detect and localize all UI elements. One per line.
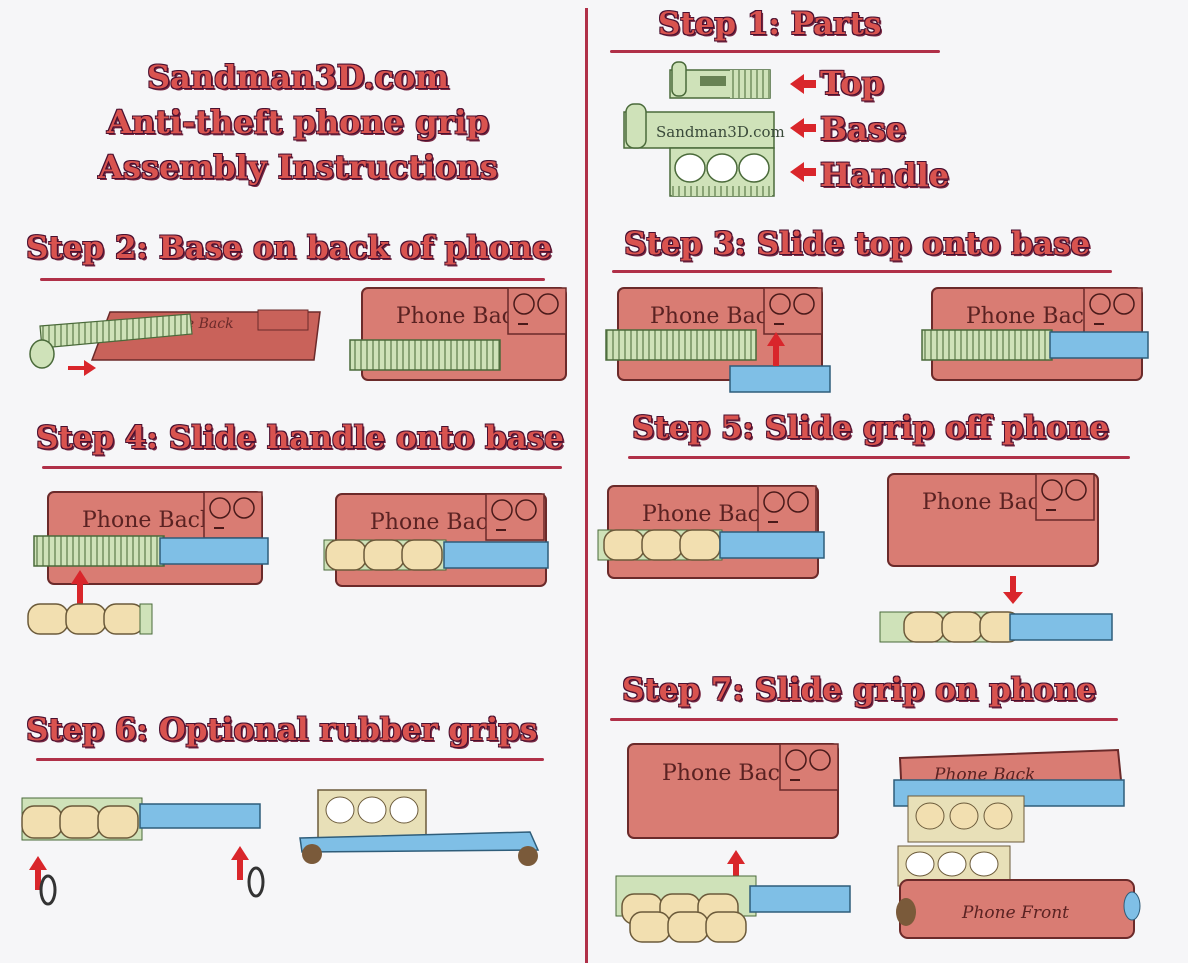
step1-underline (610, 50, 940, 53)
part-handle-arrow (790, 162, 816, 182)
header-site: Sandman3D.com (146, 58, 450, 96)
step4-before-label: Phone Back (82, 508, 214, 533)
step4-title: Step 4: Slide handle onto base (36, 420, 564, 456)
step2-underline (40, 278, 545, 281)
step4-before: Phone Back (27, 491, 269, 635)
step6-title: Step 6: Optional rubber grips (26, 712, 538, 748)
part-label-base: Base (820, 110, 907, 148)
step7-after: Phone Back Phone Front (893, 748, 1141, 939)
part-base-text: Sandman3D.com (656, 123, 785, 141)
step3-after-label: Phone Back (966, 304, 1098, 329)
step2-phone-label: Phone Back (396, 304, 528, 329)
step2-title: Step 2: Base on back of phone (26, 230, 552, 266)
center-divider (585, 8, 588, 963)
step5-after-label: Phone Back (922, 490, 1054, 515)
step7-underline (610, 718, 1118, 721)
part-label-top: Top (820, 64, 884, 102)
step7-before: Phone Back (615, 743, 851, 943)
step7-title: Step 7: Slide grip on phone (622, 672, 1097, 708)
step5-title: Step 5: Slide grip off phone (632, 410, 1110, 446)
step6-underline (36, 758, 544, 761)
part-base-arrow (790, 118, 816, 138)
part-top-arrow (790, 74, 816, 94)
step5-before-label: Phone Back (642, 502, 774, 527)
header-title: Anti-theft phone grip (107, 103, 489, 141)
step3-title: Step 3: Slide top onto base (624, 226, 1091, 262)
part-label-handle: Handle (820, 156, 950, 194)
step5-before: Phone Back (597, 485, 825, 579)
part-handle-image (669, 147, 775, 197)
step1-title: Step 1: Parts (658, 6, 882, 42)
part-top-image (669, 61, 771, 99)
step5-underline (628, 456, 1130, 459)
part-base-image: Sandman3D.com (623, 103, 785, 149)
step5-after: Phone Back (879, 473, 1113, 643)
step3-after: Phone Back (921, 287, 1149, 381)
step4-after-label: Phone Back (370, 510, 502, 535)
step7-before-label: Phone Back (662, 761, 794, 786)
step4-underline (42, 466, 562, 469)
step2-angled-phone: Phone Back (29, 309, 321, 376)
step3-before-label: Phone Back (650, 304, 782, 329)
step4-after: Phone Back (323, 493, 549, 587)
step7-front-label: Phone Front (961, 903, 1069, 923)
step6-grip-top (299, 789, 540, 866)
header-subtitle: Assembly Instructions (98, 148, 498, 186)
step2-phone-with-base: Phone Back (349, 287, 567, 381)
step6-grip-side (21, 797, 265, 906)
step3-underline (612, 270, 1112, 273)
step3-before: Phone Back (605, 287, 831, 393)
